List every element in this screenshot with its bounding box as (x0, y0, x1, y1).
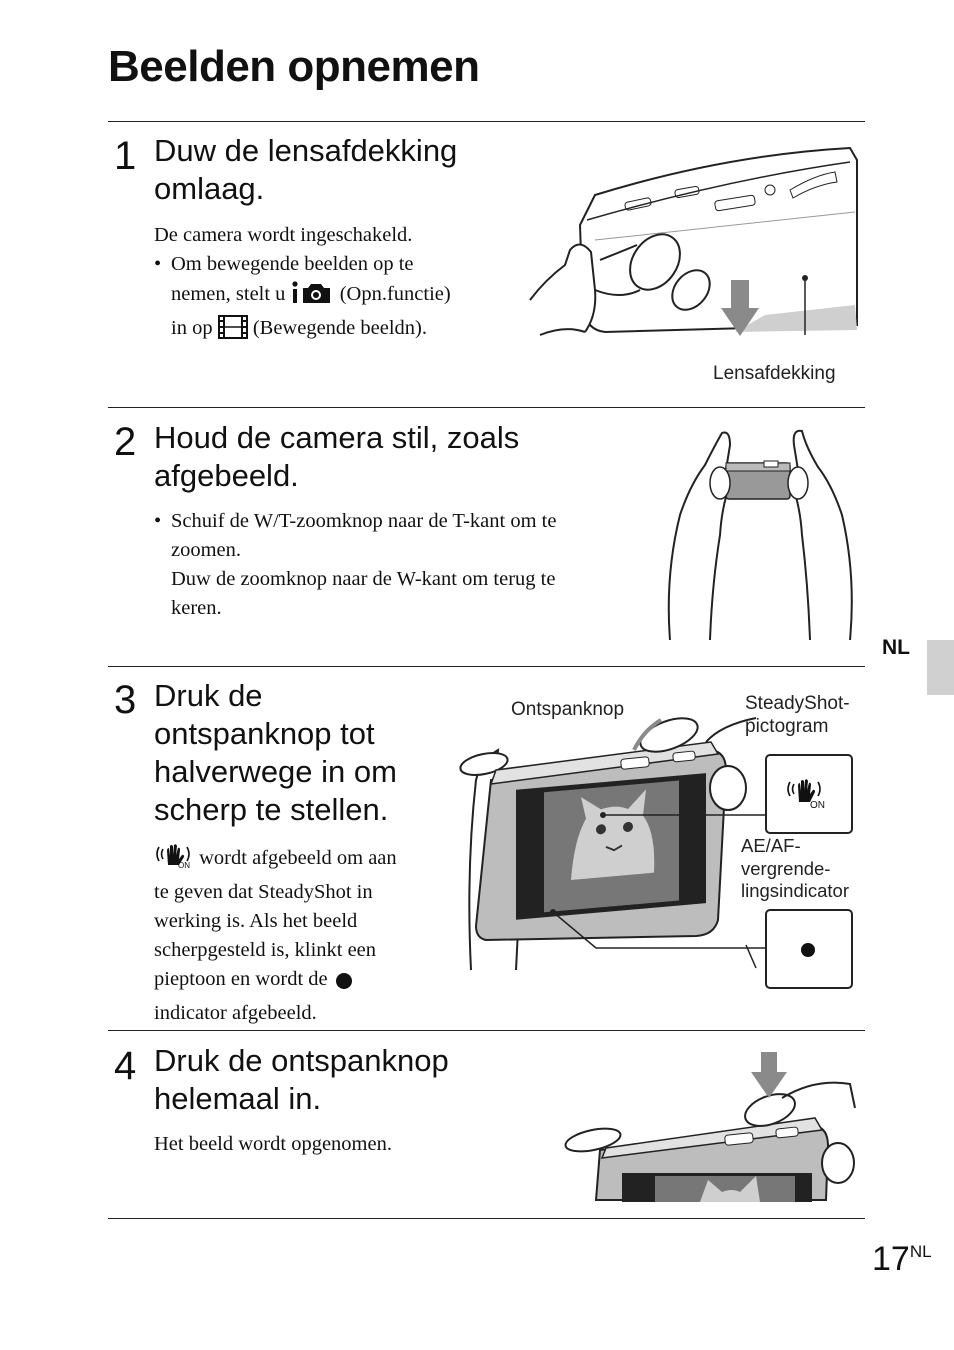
bullet-line: Duw de zoomknop naar de W-kant om terug … (171, 568, 556, 590)
svg-text:ON: ON (810, 800, 825, 811)
step-3-body: ON wordt afgebeeld om aan te geven dat S… (154, 843, 444, 1028)
label-line: SteadyShot- (745, 693, 850, 714)
label-line: pictogram (745, 716, 829, 737)
body-text: wordt afgebeeld om aan (199, 847, 397, 869)
step-3-heading-line: ontspanknop tot (154, 716, 375, 751)
page-number-value: 17 (872, 1240, 910, 1278)
page-number: 17NL (872, 1240, 932, 1279)
step-4-heading-line: Druk de ontspanknop (154, 1043, 449, 1078)
step-1-body: De camera wordt ingeschakeld. Om bewegen… (154, 221, 514, 348)
step-2-heading-line: Houd de camera stil, zoals (154, 420, 520, 455)
step-4-heading-line: helemaal in. (154, 1081, 322, 1116)
body-line: scherpgesteld is, klinkt een (154, 939, 377, 961)
step-1-number: 1 (114, 134, 137, 178)
ae-af-lock-label: AE/AF- vergrende- lingsindicator (741, 835, 849, 903)
step-3-heading: Druk de ontspanknop tot halverwege in om… (154, 677, 397, 829)
bullet-text: in op (171, 317, 213, 339)
step-4-text: Het beeld wordt opgenomen. (154, 1133, 392, 1155)
divider (108, 121, 865, 122)
steadyshot-hand-icon: ON (154, 843, 194, 878)
body-line: werking is. Als het beeld (154, 910, 358, 932)
page-title: Beelden opnemen (108, 42, 480, 91)
movie-film-icon (217, 315, 248, 348)
focus-dot-icon (801, 943, 815, 957)
steadyshot-hand-icon: ON (787, 779, 825, 811)
holding-camera-illustration (667, 429, 853, 641)
language-side-tab (927, 640, 954, 695)
down-arrow-icon (721, 280, 759, 336)
svg-text:ON: ON (178, 861, 190, 869)
step-4-number: 4 (114, 1044, 137, 1088)
camera-lens-cover-illustration (529, 146, 858, 336)
steadyshot-label: SteadyShot- pictogram (745, 692, 850, 738)
language-tab-label: NL (882, 636, 910, 659)
divider (108, 1218, 865, 1219)
bullet-text: nemen, stelt u (171, 283, 286, 305)
body-line: ON wordt afgebeeld om aan (154, 843, 444, 878)
step-2-heading-line: afgebeeld. (154, 458, 299, 493)
bullet-line: nemen, stelt u (Opn.functie) (171, 279, 514, 314)
step-1-bullet: Om bewegende beelden op te nemen, stelt … (154, 250, 514, 348)
step-2-body: Schuif de W/T-zoomknop naar de T-kant om… (154, 507, 644, 623)
full-press-shutter-illustration (564, 1052, 856, 1202)
focus-dot-icon (333, 970, 355, 999)
step-2-number: 2 (114, 420, 137, 464)
step-3-heading-line: halverwege in om (154, 754, 397, 789)
body-text: pieptoon en wordt de (154, 968, 328, 990)
step-3-heading-line: scherp te stellen. (154, 792, 389, 827)
bullet-text: (Opn.functie) (339, 283, 451, 305)
body-line: indicator afgebeeld. (154, 1002, 317, 1024)
divider (108, 407, 865, 408)
step-3-number: 3 (114, 678, 137, 722)
intelligent-auto-camera-icon (291, 279, 335, 314)
bullet-text: (Bewegende beeldn). (252, 317, 427, 339)
step-2-heading: Houd de camera stil, zoals afgebeeld. (154, 419, 519, 495)
step-1-heading-line: Duw de lensafdekking (154, 133, 458, 168)
step-1-text: De camera wordt ingeschakeld. (154, 224, 413, 246)
half-press-shutter-illustration: ON (459, 717, 853, 989)
divider (108, 666, 865, 667)
step-2-bullet: Schuif de W/T-zoomknop naar de T-kant om… (154, 507, 644, 623)
shutter-button-label: Ontspanknop (511, 699, 625, 720)
down-arrow-icon (751, 1052, 787, 1098)
bullet-line: in op (Bewegende beeldn). (171, 314, 514, 348)
divider (108, 1030, 865, 1031)
step-4-heading: Druk de ontspanknop helemaal in. (154, 1042, 449, 1118)
lens-cover-label: Lensafdekking (713, 363, 836, 384)
label-line: lingsindicator (741, 880, 849, 901)
step-1-heading-line: omlaag. (154, 171, 265, 206)
step-1-heading: Duw de lensafdekking omlaag. (154, 132, 457, 208)
body-line: te geven dat SteadyShot in (154, 881, 373, 903)
bullet-line: zoomen. (171, 539, 242, 561)
label-line: vergrende- (741, 857, 831, 879)
label-line: AE/AF- (741, 835, 801, 856)
page-number-suffix: NL (909, 1242, 932, 1261)
bullet-line: Om bewegende beelden op te (171, 253, 414, 275)
step-4-body: Het beeld wordt opgenomen. (154, 1130, 514, 1159)
body-line: pieptoon en wordt de (154, 965, 444, 999)
step-3-heading-line: Druk de (154, 678, 263, 713)
bullet-line: keren. (171, 597, 222, 619)
bullet-line: Schuif de W/T-zoomknop naar de T-kant om… (171, 510, 557, 532)
